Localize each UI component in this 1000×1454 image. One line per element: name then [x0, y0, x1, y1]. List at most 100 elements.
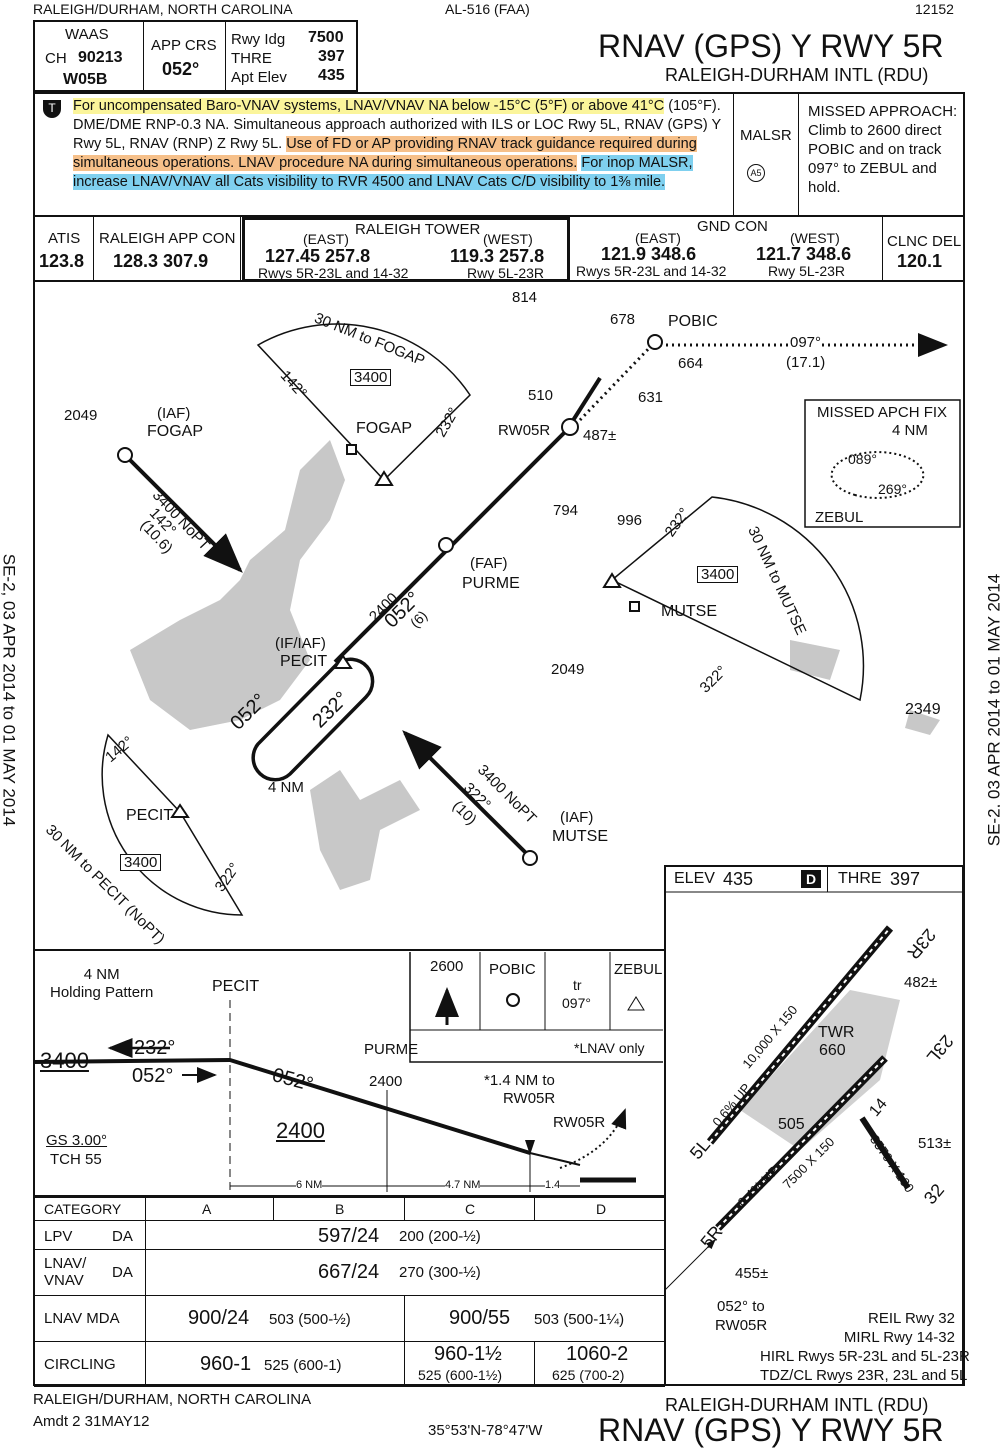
- min-lnav-cd-haa: 503 (500-1¼): [534, 1311, 625, 1328]
- min-circling-d-haa: 625 (700-2): [552, 1367, 625, 1383]
- footer-title: RNAV (GPS) Y RWY 5R: [598, 1412, 944, 1448]
- min-lpv-da: 597/24: [318, 1225, 380, 1247]
- ad-obstacle-455: 455±: [735, 1265, 769, 1282]
- malsr-label: MALSR: [740, 127, 792, 144]
- faf-label: (FAF): [470, 555, 508, 572]
- tower-west-label: (WEST): [483, 231, 533, 247]
- app-crs-label: APP CRS: [151, 37, 217, 54]
- tower-east-freq: 127.45 257.8: [265, 246, 371, 266]
- tower-west-freq: 119.3 257.8: [450, 246, 545, 266]
- missed-hold-269: 269°: [878, 481, 907, 497]
- runway-5r-23l: [715, 1055, 888, 1231]
- min-lnav-ab-mda: 900/24: [188, 1307, 250, 1329]
- hold-leg-length: 4 NM: [268, 779, 304, 796]
- missed-track-097: 097°: [790, 334, 822, 351]
- field-elevation-505: 505: [778, 1116, 805, 1133]
- malsr-approach-light-icon: A5: [747, 164, 765, 182]
- pecit-fix-icon: [333, 654, 353, 669]
- fogap-taa-alt: 3400: [350, 369, 392, 386]
- pobic-fix-icon: [647, 334, 663, 350]
- ad-thre-label: THRE: [838, 870, 882, 887]
- effective-dates-right: SE-2, 03 APR 2014 to 01 MAY 2014: [984, 573, 1000, 847]
- ad-obstacle-482: 482±: [904, 974, 938, 991]
- tower-label: RALEIGH TOWER: [355, 221, 481, 238]
- tower-elevation: 660: [819, 1042, 846, 1059]
- purme-label: PURME: [462, 575, 520, 592]
- notes-box: T For uncompensated Baro-VNAV systems, L…: [33, 92, 965, 217]
- gnd-west-rwys: Rwy 5L-23R: [768, 263, 846, 279]
- runway-14-32: [859, 1116, 911, 1190]
- rw05r-label: RW05R: [498, 422, 551, 439]
- note-baro-vnav: For uncompensated Baro-VNAV systems, LNA…: [73, 98, 665, 114]
- profile-purme-alt: 2400: [369, 1073, 403, 1090]
- missed-approach-text: MISSED APPROACH: Climb to 2600 direct PO…: [808, 103, 958, 196]
- apt-elev: 435: [318, 67, 345, 84]
- min-circling-ab: 960-1: [200, 1353, 252, 1375]
- lighting-notes: REIL Rwy 32 MIRL Rwy 14-32 HIRL Rwys 5R-…: [760, 1310, 970, 1384]
- min-circling-d: 1060-2: [566, 1343, 629, 1365]
- min-circling-label: CIRCLING: [44, 1356, 116, 1373]
- apt-elev-label: Apt Elev: [231, 69, 287, 86]
- procedure-title: RNAV (GPS) Y RWY 5R: [598, 28, 944, 64]
- min-lpv-haa: 200 (200-½): [399, 1228, 481, 1245]
- missed-fix-title: MISSED APCH FIX: [817, 404, 948, 421]
- min-lnav-vnav-da: 667/24: [318, 1261, 380, 1283]
- footer-coordinates: 35°53'N-78°47'W: [428, 1422, 543, 1439]
- ad-obstacle-513: 513±: [918, 1135, 952, 1152]
- min-header-d: D: [596, 1201, 607, 1217]
- min-lnav-cd-mda: 900/55: [449, 1307, 511, 1329]
- profile-lnav-note: *1.4 NM to: [484, 1072, 555, 1089]
- footer-airport: RALEIGH-DURHAM INTL (RDU): [665, 1395, 929, 1415]
- pecit-taa-name: PECIT: [126, 807, 174, 824]
- min-header-category: CATEGORY: [44, 1201, 122, 1217]
- profile-crs-232: 232°: [134, 1037, 176, 1059]
- profile-alt-2400: 2400: [276, 1118, 325, 1143]
- ad-course-rw05r: RW05R: [715, 1317, 768, 1334]
- missed-icon-climb: 2600: [430, 958, 464, 975]
- min-lpv-label: LPV: [44, 1228, 73, 1245]
- gnd-con-label: GND CON: [697, 218, 768, 235]
- waas-label: WAAS: [65, 26, 109, 43]
- rwy-idg-label: Rwy Idg: [231, 31, 286, 48]
- obstacle-794: 794: [553, 502, 579, 519]
- zebul-label: ZEBUL: [815, 509, 864, 526]
- tower-east-rwys: Rwys 5R-23L and 14-32: [258, 265, 409, 281]
- app-con-freq: 128.3 307.9: [113, 251, 209, 271]
- pecit-taa-alt: 3400: [120, 854, 162, 871]
- min-header-c: C: [465, 1201, 476, 1217]
- pecit-label: PECIT: [280, 653, 328, 670]
- missed-icon-tr: tr: [573, 977, 582, 993]
- missed-icon-track: 097°: [562, 995, 591, 1011]
- obstacle-487: 487±: [583, 427, 617, 444]
- header-volume: AL-516 (FAA): [445, 1, 530, 17]
- airport-name: RALEIGH-DURHAM INTL (RDU): [665, 65, 929, 85]
- gnd-west-freq: 121.7 348.6: [756, 244, 852, 264]
- ch-label: CH: [45, 50, 67, 67]
- profile-alt-3400: 3400: [40, 1048, 89, 1073]
- thre-label: THRE: [231, 50, 272, 67]
- profile-dist-6nm: 6 NM: [296, 1179, 323, 1191]
- obstacle-510: 510: [528, 387, 554, 404]
- mutse-label: MUTSE: [661, 603, 717, 620]
- ad-elev-label: ELEV: [674, 870, 715, 887]
- gnd-east-label: (EAST): [635, 230, 681, 246]
- fogap-iaf-fix-icon: [117, 447, 133, 463]
- notes-text: For uncompensated Baro-VNAV systems, LNA…: [73, 97, 733, 192]
- atis-label: ATIS: [48, 230, 81, 247]
- mutse-taa-alt: 3400: [697, 566, 739, 583]
- min-lpv-type: DA: [112, 1228, 133, 1245]
- lakes: [130, 440, 940, 890]
- profile-rw05r: RW05R: [553, 1114, 606, 1131]
- profile-pecit: PECIT: [212, 978, 260, 995]
- min-lnav-vnav-haa: 270 (300-½): [399, 1264, 481, 1281]
- mutse-iaf-name: MUTSE: [552, 828, 608, 845]
- clnc-del-freq: 120.1: [897, 251, 943, 271]
- min-lnav-vnav-type: DA: [112, 1264, 133, 1281]
- mutse-iaf-label: (IAF): [560, 809, 594, 826]
- profile-tch: TCH 55: [50, 1151, 102, 1168]
- profile-purme: PURME: [364, 1041, 419, 1058]
- missed-distance: (17.1): [786, 354, 826, 371]
- clnc-del-label: CLNC DEL: [887, 233, 962, 250]
- tower-label: TWR: [818, 1024, 855, 1041]
